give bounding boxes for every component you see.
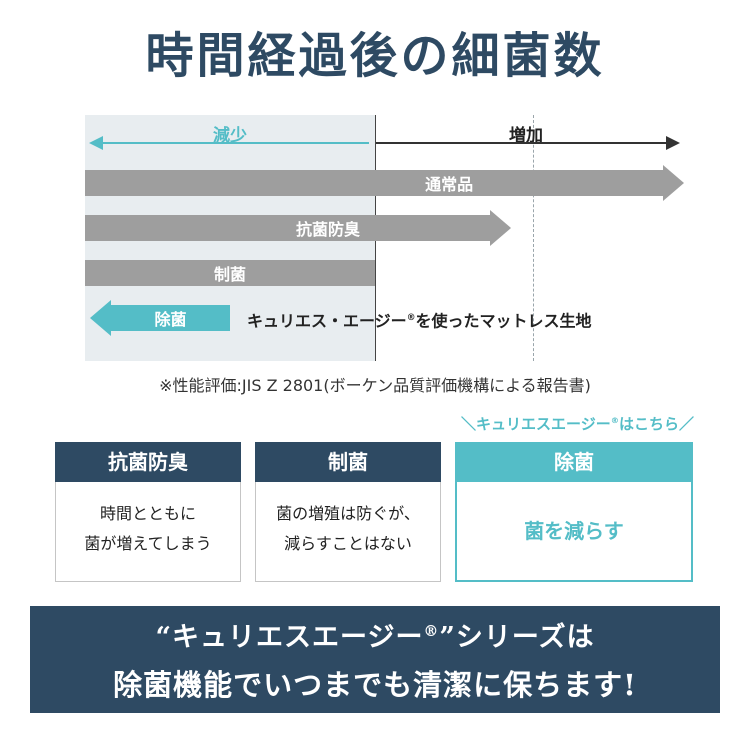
card-antibacterial-body: 時間とともに 菌が増えてしまう bbox=[55, 482, 241, 582]
decrease-arrow-icon bbox=[89, 136, 369, 150]
bar-antibacterial-deodorant-label: 抗菌防臭 bbox=[295, 220, 361, 239]
registered-mark: ® bbox=[406, 313, 416, 323]
decrease-axis-label: 減少 bbox=[213, 126, 247, 146]
bar-regular-product: 通常品 bbox=[85, 165, 684, 201]
brand-note-suffix: を使ったマットレス生地 bbox=[415, 311, 592, 331]
card-sterilizing-body: 菌を減らす bbox=[455, 482, 693, 582]
card-bacteriostatic-header: 制菌 bbox=[255, 442, 441, 482]
card-sterilizing-header: 除菌 bbox=[455, 442, 693, 482]
registered-mark: ® bbox=[610, 415, 619, 425]
banner-series-suffix: ”シリーズは bbox=[439, 622, 595, 653]
bar-bacteriostatic: 制菌 bbox=[85, 260, 375, 286]
bacteria-count-diagram: 減少 増加 通常品 抗菌防臭 制菌 除菌 キュリエス・エージー®を使ったマットレ… bbox=[85, 115, 690, 361]
page-title: 時間経過後の細菌数 bbox=[145, 28, 605, 84]
bar-sterilizing-label: 除菌 bbox=[154, 310, 187, 329]
increase-axis-label: 増加 bbox=[509, 126, 543, 146]
banner-series-line: “キュリエスエージー®”シリーズは bbox=[155, 615, 594, 654]
card-bacteriostatic-body: 菌の増殖は防ぐが、 減らすことはない bbox=[255, 482, 441, 582]
increase-arrow-icon bbox=[376, 136, 680, 150]
bottom-banner: “キュリエスエージー®”シリーズは 除菌機能でいつまでも清潔に保ちます! bbox=[30, 606, 720, 713]
registered-mark: ® bbox=[423, 622, 440, 640]
bar-bacteriostatic-label: 制菌 bbox=[213, 265, 247, 284]
banner-claim-line: 除菌機能でいつまでも清潔に保ちます! bbox=[113, 668, 637, 702]
card-antibacterial-deodorant: 抗菌防臭 時間とともに 菌が増えてしまう bbox=[55, 442, 241, 582]
card-bacteriostatic-line1: 菌の増殖は防ぐが、 bbox=[276, 504, 420, 523]
brand-name: キュリエス・エージー bbox=[247, 311, 407, 331]
card-antibacterial-line2: 菌が増えてしまう bbox=[84, 533, 212, 553]
banner-series-prefix: “キュリエスエージー bbox=[155, 622, 424, 653]
dashed-guideline bbox=[533, 115, 534, 361]
callout-prefix: ＼キュリエスエージー bbox=[461, 415, 611, 433]
product-callout-link[interactable]: ＼キュリエスエージー®はこちら／ bbox=[461, 413, 694, 434]
card-bacteriostatic: 制菌 菌の増殖は防ぐが、 減らすことはない bbox=[255, 442, 441, 582]
card-sterilizing: 除菌 菌を減らす bbox=[455, 442, 693, 582]
callout-suffix: はこちら／ bbox=[618, 415, 694, 433]
bar-regular-product-label: 通常品 bbox=[425, 175, 474, 194]
card-antibacterial-header: 抗菌防臭 bbox=[55, 442, 241, 482]
sterilizing-bar-note: キュリエス・エージー®を使ったマットレス生地 bbox=[247, 305, 592, 331]
bar-antibacterial-deodorant: 抗菌防臭 bbox=[85, 210, 511, 246]
card-antibacterial-line1: 時間とともに bbox=[99, 504, 196, 523]
bar-sterilizing: 除菌 bbox=[90, 300, 230, 336]
performance-footnote: ※性能評価:JIS Z 2801(ボーケン品質評価機構による報告書) bbox=[159, 376, 591, 395]
card-bacteriostatic-line2: 減らすことはない bbox=[284, 533, 412, 553]
card-sterilizing-line1: 菌を減らす bbox=[524, 518, 624, 543]
